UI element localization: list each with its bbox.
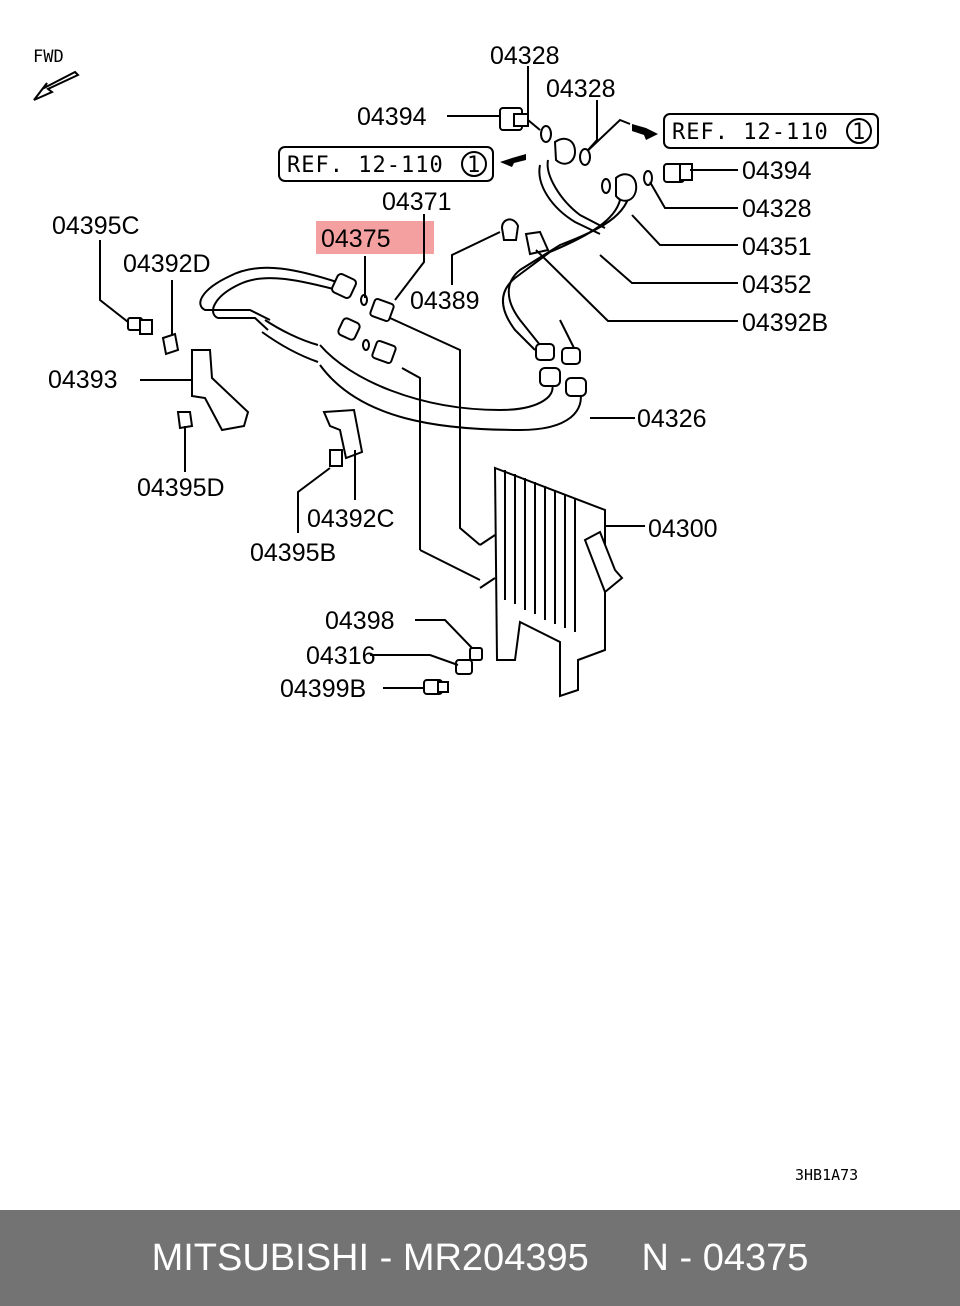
footer-text: MITSUBISHI - MR204395 N - 04375 (151, 1236, 809, 1279)
oil-cooler-hoses (199, 159, 631, 432)
label-04300: 04300 (648, 515, 718, 543)
label-04392c: 04392C (307, 505, 395, 533)
label-04328-a: 04328 (490, 42, 560, 70)
label-04375: 04375 (321, 225, 391, 253)
label-04328-c: 04328 (742, 195, 812, 223)
label-04328-b: 04328 (546, 75, 616, 103)
label-04371: 04371 (382, 188, 452, 216)
ref-left-arrow-icon (500, 154, 526, 167)
fwd-indicator: FWD (33, 47, 80, 101)
fwd-arrow-icon (33, 70, 80, 101)
ref-left-text: REF. 12-110 (287, 153, 444, 178)
label-04395d: 04395D (137, 474, 225, 502)
leader-lines (99, 66, 738, 689)
label-04389: 04389 (410, 287, 480, 315)
highlight-04375 (316, 221, 434, 254)
ref-box-right: REF. 12-110 1 (663, 113, 879, 149)
ref-right-text: REF. 12-110 (672, 120, 829, 145)
label-04398: 04398 (325, 607, 395, 635)
label-04351: 04351 (742, 233, 812, 261)
label-04392b: 04392B (742, 309, 828, 337)
ref-right-circle: 1 (852, 120, 866, 145)
fittings (331, 107, 693, 397)
label-04394-b: 04394 (742, 157, 812, 185)
label-04352: 04352 (742, 271, 812, 299)
bracket-assembly (127, 317, 364, 467)
label-04395b: 04395B (250, 539, 336, 567)
label-04399b: 04399B (280, 675, 366, 703)
ref-box-left: REF. 12-110 1 (278, 146, 494, 182)
image-code: 3HB1A73 (795, 1166, 858, 1184)
label-04393: 04393 (48, 366, 118, 394)
label-04392d: 04392D (123, 250, 211, 278)
label-04394-a: 04394 (357, 103, 427, 131)
footer-bar: MITSUBISHI - MR204395 N - 04375 (0, 1210, 960, 1306)
parts-diagram: FWD REF. 12-110 1 REF. 12-110 1 (33, 42, 879, 1184)
label-04395c: 04395C (52, 212, 140, 240)
ref-right-arrow-icon (632, 124, 658, 140)
oil-cooler (423, 466, 624, 698)
label-04326: 04326 (637, 405, 707, 433)
part-labels: 04328 04328 04394 04394 04328 04371 0437… (48, 42, 828, 703)
label-04316: 04316 (306, 642, 376, 670)
fwd-label: FWD (33, 47, 64, 67)
ref-left-circle: 1 (467, 153, 481, 178)
